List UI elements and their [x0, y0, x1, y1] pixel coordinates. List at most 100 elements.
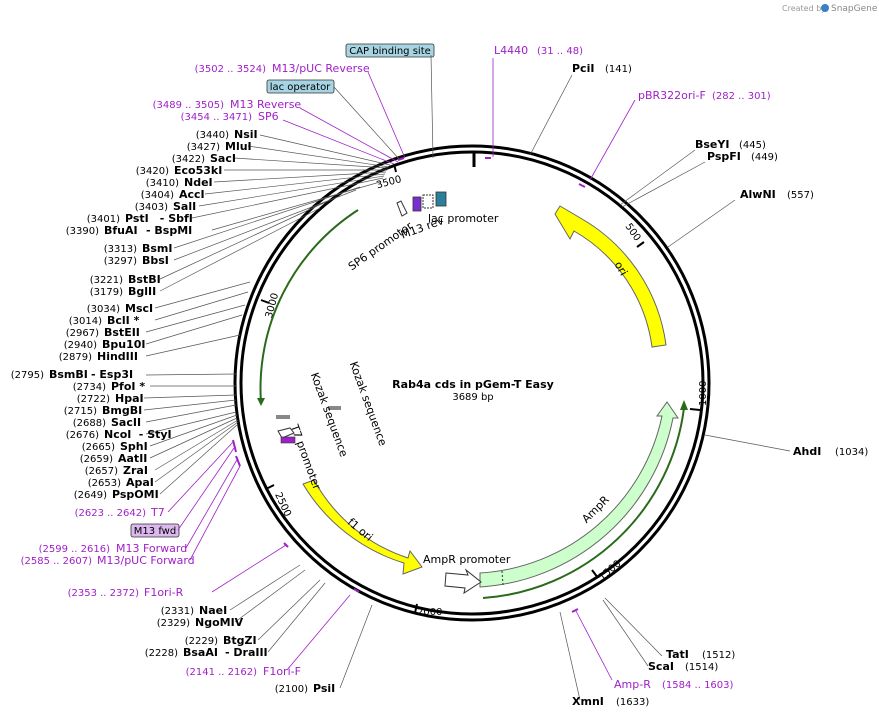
tick-1500: [591, 569, 599, 579]
site-aatii-pos: (2659): [80, 454, 113, 465]
primer-ticks: [232, 157, 586, 613]
site-bpu10i-name: Bpu10I: [102, 338, 146, 351]
primer-amp-r-pos: (1584 .. 1603): [662, 680, 734, 691]
t7-promoter-label: T7 promoter: [287, 422, 323, 492]
kozak-box-1: [276, 415, 290, 419]
site-saci-pos: (3422): [172, 154, 205, 165]
site-zrai-name: ZraI: [123, 464, 148, 477]
tick-marks: [260, 163, 701, 614]
site-bsmi-pos: (3313): [104, 244, 137, 255]
ampr-promoter-label: AmpR promoter: [423, 553, 511, 566]
site-bseyi-name: BseYI: [695, 138, 729, 151]
site-bseyi-pos: (445): [739, 140, 766, 151]
site-eco53ki-name: Eco53kI: [174, 164, 222, 177]
map-length: 3689 bp: [452, 392, 493, 403]
site-scai-pos: (1514): [685, 662, 718, 673]
site-tati-pos: (1512): [702, 650, 735, 661]
cap-site-label: CAP binding site: [349, 46, 431, 57]
ori-label: ori: [612, 259, 630, 278]
site-sphi-pos: (2665): [82, 442, 115, 453]
site-ngomiv-pos: (2329): [157, 618, 190, 629]
site-bsmbi-extra: - Esp3I: [91, 368, 133, 381]
m13-fwd-label-box[interactable]: [130, 523, 180, 538]
lac-operator-box[interactable]: [422, 194, 434, 209]
tick-3500: [393, 163, 397, 173]
tick-label-2000: 2000: [417, 607, 442, 618]
site-alwni-name: AlwNI: [740, 188, 776, 201]
f1-ori-arrow[interactable]: [302, 479, 423, 575]
primer-sp6-pos: (3454 .. 3471): [181, 112, 253, 123]
site-pfoi-name: PfoI *: [111, 380, 145, 393]
kozak-label-2: Kozak sequence: [347, 360, 390, 448]
site-zrai-pos: (2657): [85, 466, 118, 477]
tick-3000: [260, 299, 270, 304]
site-pfoi-pos: (2734): [73, 382, 106, 393]
site-bglii-pos: (3179): [90, 287, 123, 298]
m13-rev-box[interactable]: [412, 196, 422, 212]
tick-2000: [414, 603, 418, 614]
right-leaders: [492, 58, 791, 701]
site-xmni-name: XmnI: [572, 695, 604, 708]
tick-500: [636, 241, 645, 248]
primer-m13-forward-pos: (2599 .. 2616): [39, 544, 111, 555]
t7-promoter-arrow[interactable]: [277, 427, 295, 439]
lac-promoter-box[interactable]: [435, 191, 447, 207]
site-btgzi-pos: (2229): [185, 636, 218, 647]
site-ahdi-name: AhdI: [793, 445, 821, 458]
sp6-promoter-label: SP6 promoter: [346, 219, 415, 273]
primer-m13-reverse-name: M13 Reverse: [230, 98, 301, 111]
cap-site-box[interactable]: [345, 43, 435, 58]
site-psti-name: PstI: [125, 212, 149, 225]
site-bsmi-name: BsmI: [142, 242, 173, 255]
site-bstbi-name: BstBI: [128, 273, 161, 286]
ori-arrow[interactable]: [554, 205, 667, 348]
kozak-label-1: Kozak sequence: [308, 371, 351, 459]
site-psti-pos: (3401): [87, 214, 120, 225]
site-mlui-name: MluI: [225, 140, 252, 153]
map-title: Rab4a cds in pGem-T Easy: [392, 378, 554, 391]
site-msci-name: MscI: [125, 302, 153, 315]
sp6-promoter-arrow[interactable]: [396, 200, 408, 217]
site-bsmbi-pos: (2795): [11, 370, 44, 381]
snapgene-logo-icon: [821, 4, 829, 12]
site-msci-pos: (3034): [87, 304, 120, 315]
site-bfuai-extra: - BspMI: [146, 224, 192, 237]
site-hpai-name: HpaI: [115, 392, 144, 405]
ampr-orf-line: [482, 407, 685, 599]
site-bcli-pos: (3014): [69, 316, 102, 327]
lac-operator-label-box[interactable]: [266, 79, 335, 94]
backbone-inner: [239, 150, 705, 616]
site-bsteii-pos: (2967): [66, 328, 99, 339]
site-pcii-name: PciI: [572, 62, 594, 75]
site-sphi-name: SphI: [120, 440, 148, 453]
site-psii-pos: (2100): [275, 684, 308, 695]
primer-m13-puc-forward-pos: (2585 .. 2607): [21, 556, 93, 567]
primer-m13-puc-forward-name: M13/pUC Forward: [97, 554, 195, 567]
kozak-box-2: [328, 406, 341, 410]
site-bmgbi-name: BmgBI: [102, 404, 142, 417]
ampr-arrow[interactable]: [479, 401, 679, 588]
site-bsaai-extra: - DraIII: [225, 646, 268, 659]
backbone-outer: [233, 144, 711, 622]
created-by-label: Created by: [782, 4, 826, 13]
primer-f1ori-f-pos: (2141 .. 2162): [186, 667, 258, 678]
site-xmni-pos: (1633): [616, 697, 649, 708]
insert-orf-arrowhead: [257, 398, 265, 406]
site-bstbi-pos: (3221): [90, 275, 123, 286]
site-ncoi-pos: (2676): [66, 430, 99, 441]
site-bfuai-name: BfuAI: [104, 224, 138, 237]
site-apai-name: ApaI: [126, 476, 154, 489]
site-pspomi-name: PspOMI: [112, 488, 159, 501]
primer-amp-r-name: Amp-R: [614, 678, 651, 691]
primer-m13-puc-reverse-pos: (3502 .. 3524): [195, 64, 267, 75]
site-ncoi-extra: - StyI: [139, 428, 172, 441]
primer-t7-pos: (2623 .. 2642): [75, 508, 147, 519]
site-nsii-name: NsiI: [234, 128, 258, 141]
lac-promoter-label: lac promoter: [428, 212, 499, 225]
ampr-promoter-arrow[interactable]: [444, 568, 482, 595]
primer-l4440-pos: (31 .. 48): [537, 46, 583, 57]
primer-m13-forward-name: M13 Forward: [116, 542, 187, 555]
m13-fwd-box[interactable]: [280, 436, 296, 444]
primer-f1ori-f-name: F1ori-F: [263, 665, 301, 678]
primer-f1ori-r-pos: (2353 .. 2372): [68, 588, 140, 599]
